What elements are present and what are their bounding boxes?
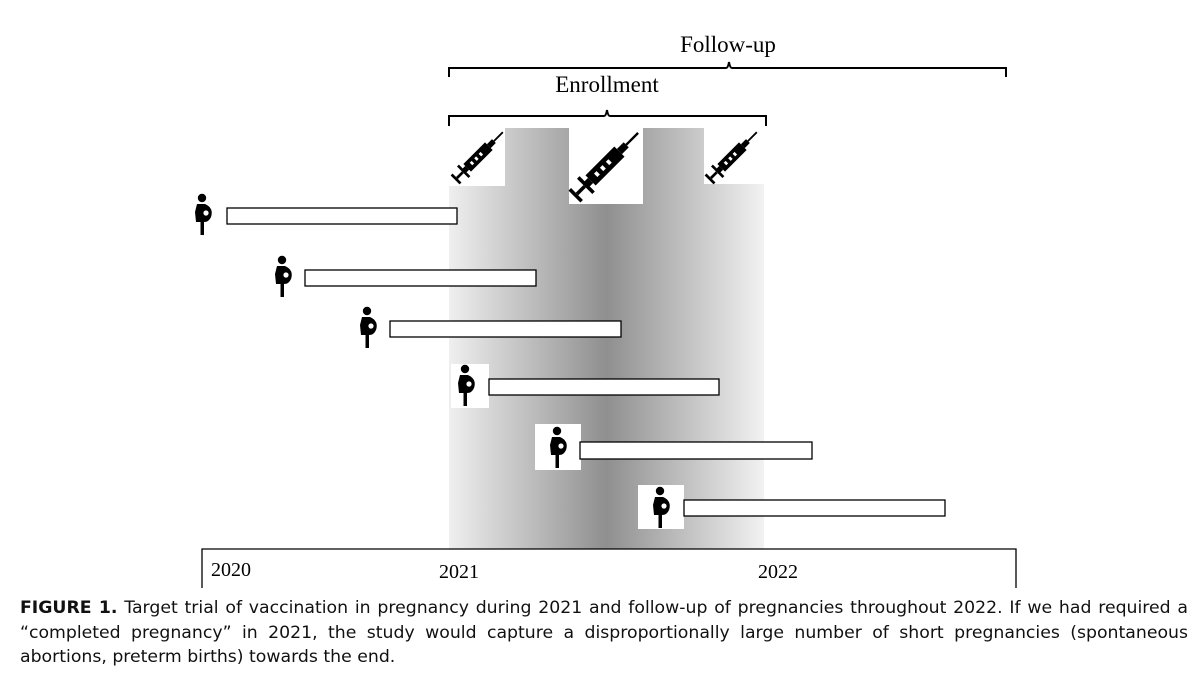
pregnancy-bar <box>226 207 458 225</box>
figure-caption: FIGURE 1. Target trial of vaccination in… <box>20 596 1188 670</box>
pregnancy-bar <box>488 378 720 396</box>
pregnancy-row <box>451 364 720 408</box>
caption-text: Target trial of vaccination in pregnancy… <box>20 598 1189 667</box>
year-label-2021: 2021 <box>439 561 479 583</box>
pregnant-woman-icon <box>360 306 377 348</box>
syringe-icon <box>566 125 646 205</box>
timeline-axis <box>201 548 1017 588</box>
pregnancy-row <box>195 193 458 235</box>
enrollment-bracket <box>448 109 767 126</box>
year-label-2020: 2020 <box>211 559 251 581</box>
syringe-icon <box>449 126 509 186</box>
year-label-2022: 2022 <box>758 561 798 583</box>
syringe-icon <box>703 126 764 186</box>
caption-label: FIGURE 1. <box>20 598 118 618</box>
follow-up-label: Follow-up <box>680 32 776 57</box>
pregnancy-bar <box>683 499 946 517</box>
pregnancy-bar <box>579 441 813 460</box>
pregnancy-row <box>360 306 622 348</box>
follow-up-bracket <box>448 61 1007 77</box>
pregnancy-bar <box>389 320 622 338</box>
enrollment-label: Enrollment <box>555 72 659 97</box>
pregnancy-row <box>275 255 537 297</box>
pregnancy-row <box>638 485 946 529</box>
pregnant-woman-icon <box>195 193 212 235</box>
pregnancy-bar <box>304 269 537 287</box>
pregnant-woman-icon <box>275 255 292 297</box>
pregnancy-row <box>535 424 813 470</box>
